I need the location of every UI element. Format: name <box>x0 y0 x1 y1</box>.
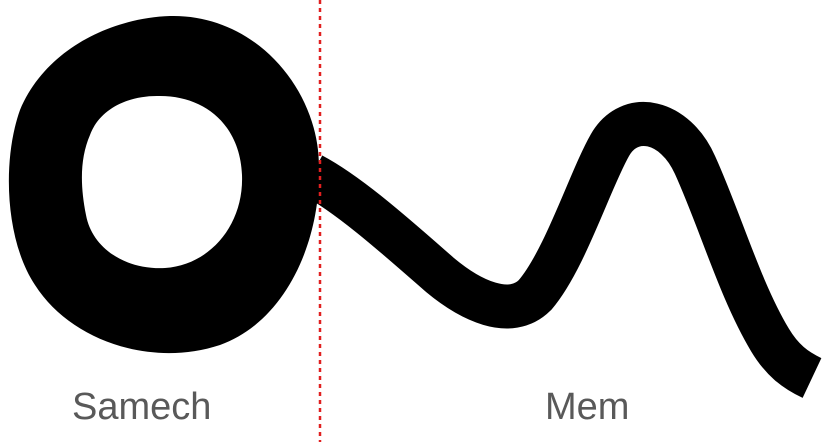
samech-label: Samech <box>72 388 211 426</box>
samech-glyph <box>9 16 319 353</box>
mem-label: Mem <box>545 388 629 426</box>
mem-glyph <box>312 124 812 378</box>
